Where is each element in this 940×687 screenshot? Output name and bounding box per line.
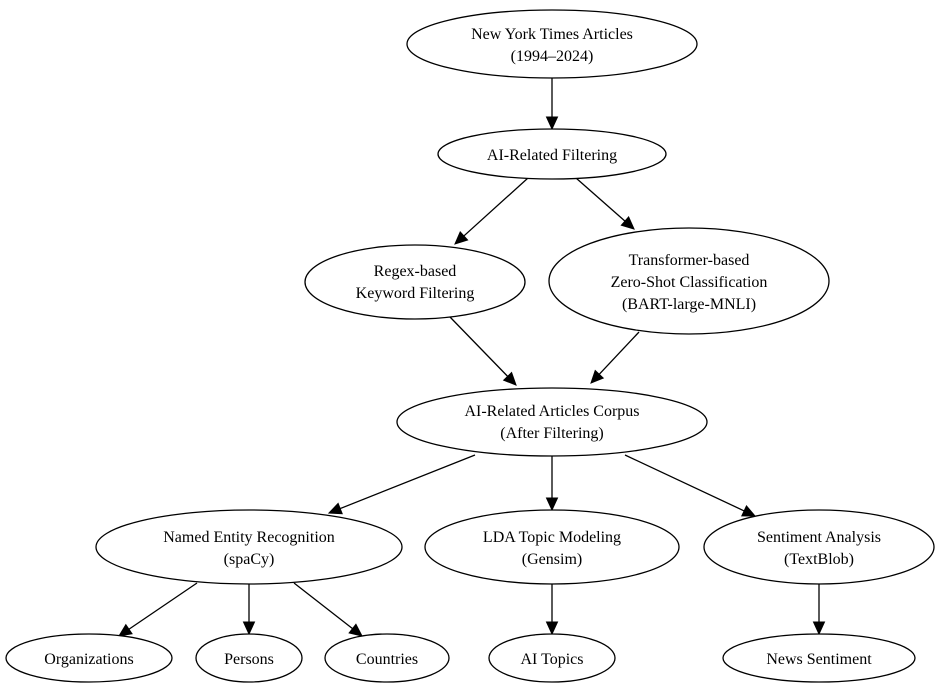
node-countries: Countries: [324, 633, 450, 683]
node-nyt-articles-line-2: (1994–2024): [511, 48, 594, 65]
edge-filter-to-transformer: [575, 177, 635, 230]
edge-ner-to-orgs: [118, 582, 198, 637]
edges-layer: [118, 78, 826, 637]
edge-ner-to-countries: [293, 582, 363, 637]
node-transformer-classification-line-3: (BART-large-MNLI): [622, 296, 756, 313]
arrowhead-icon: [348, 623, 363, 637]
node-articles-corpus-line-2: (After Filtering): [500, 425, 604, 442]
edge-lda-to-topics: [545, 584, 559, 636]
node-news-sentiment: News Sentiment: [722, 633, 916, 683]
edge-line: [598, 331, 640, 375]
node-regex-filtering-line-1: Regex-based: [374, 263, 457, 280]
edge-line: [624, 454, 745, 512]
arrowhead-icon: [545, 621, 559, 636]
node-lda-topic-modeling: LDA Topic Modeling (Gensim): [424, 509, 680, 585]
node-ai-topics-line-1: AI Topics: [520, 651, 583, 668]
node-transformer-classification-line-1: Transformer-based: [629, 252, 750, 269]
node-articles-corpus: AI-Related Articles Corpus (After Filter…: [396, 387, 708, 457]
arrowhead-icon: [242, 621, 256, 636]
node-regex-filtering-line-2: Keyword Filtering: [356, 285, 475, 302]
edge-line: [339, 454, 476, 510]
node-news-sentiment-line-1: News Sentiment: [766, 651, 872, 668]
node-organizations: Organizations: [5, 633, 173, 683]
arrowhead-icon: [545, 116, 559, 131]
node-organizations-line-1: Organizations: [44, 651, 133, 668]
node-lda-topic-modeling-line-1: LDA Topic Modeling: [483, 529, 621, 546]
edge-corpus-to-ner: [327, 454, 476, 515]
edge-transformer-to-corpus: [590, 331, 640, 384]
arrowhead-icon: [590, 369, 605, 384]
edge-corpus-to-lda: [545, 456, 559, 512]
arrowhead-icon: [812, 621, 826, 636]
node-named-entity-recognition-line-2: (spaCy): [224, 551, 275, 568]
node-ai-topics: AI Topics: [488, 633, 616, 683]
edge-nyt-to-filter: [545, 78, 559, 131]
edge-regex-to-corpus: [449, 316, 517, 386]
edge-line: [128, 582, 198, 630]
arrowhead-icon: [620, 216, 635, 230]
node-transformer-classification: Transformer-based Zero-Shot Classificati…: [548, 227, 830, 335]
edge-ner-to-persons: [242, 584, 256, 636]
arrowhead-icon: [502, 371, 517, 386]
node-ai-related-filtering-line-1: AI-Related Filtering: [487, 147, 617, 164]
edge-line: [463, 177, 529, 237]
arrowhead-icon: [454, 230, 469, 245]
node-nyt-articles-line-1: New York Times Articles: [471, 26, 633, 43]
node-regex-filtering: Regex-based Keyword Filtering: [304, 244, 526, 320]
node-countries-line-1: Countries: [356, 651, 418, 668]
node-persons-line-1: Persons: [224, 651, 274, 668]
node-sentiment-analysis: Sentiment Analysis (TextBlob): [703, 509, 935, 585]
arrowhead-icon: [545, 497, 559, 512]
edge-filter-to-regex: [454, 177, 529, 245]
arrowhead-icon: [118, 623, 133, 637]
arrowhead-icon: [741, 505, 757, 517]
edge-line: [449, 316, 509, 377]
node-sentiment-analysis-line-2: (TextBlob): [784, 551, 854, 568]
node-transformer-classification-line-2: Zero-Shot Classification: [611, 274, 768, 291]
node-named-entity-recognition-line-1: Named Entity Recognition: [163, 529, 335, 546]
edge-line: [575, 177, 626, 222]
node-named-entity-recognition: Named Entity Recognition (spaCy): [95, 509, 403, 585]
node-ai-related-filtering: AI-Related Filtering: [437, 128, 667, 180]
node-nyt-articles: New York Times Articles (1994–2024): [406, 9, 698, 79]
edge-sentiment-to-news_sentiment: [812, 584, 826, 636]
node-articles-corpus-line-1: AI-Related Articles Corpus: [464, 403, 639, 420]
arrowhead-icon: [327, 502, 343, 515]
edge-corpus-to-sentiment: [624, 454, 757, 517]
edge-line: [293, 582, 353, 630]
node-sentiment-analysis-line-1: Sentiment Analysis: [757, 529, 881, 546]
node-lda-topic-modeling-line-2: (Gensim): [522, 551, 582, 568]
node-persons: Persons: [195, 633, 303, 683]
